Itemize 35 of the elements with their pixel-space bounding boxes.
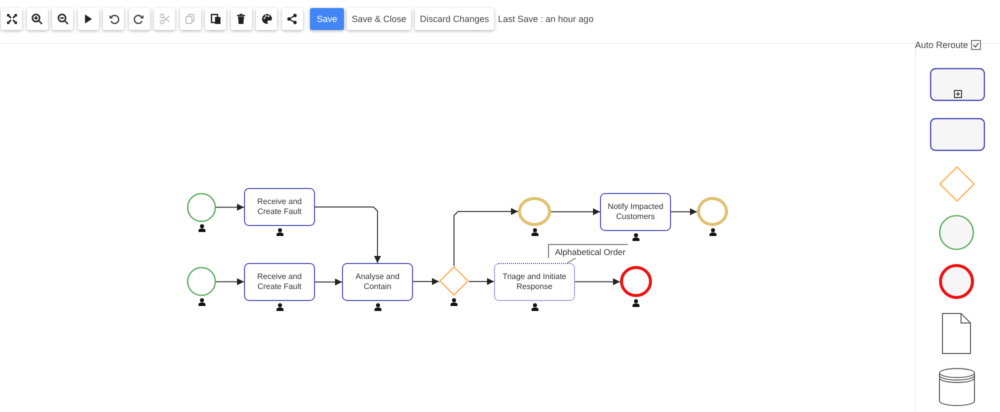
arrow: [412, 278, 440, 285]
arrow: [454, 208, 518, 266]
end-event-circle: [620, 266, 652, 297]
annotation-text: Alphabetical Order: [548, 244, 628, 258]
task-box: [930, 118, 985, 151]
start-event-circle: [939, 215, 974, 250]
task-box: Triage and Initiate Response: [494, 263, 575, 301]
end-event-circle: [939, 264, 974, 299]
save-and-close-button: Save & Close: [347, 8, 411, 30]
arrow: [550, 208, 600, 216]
task-box: Receive and Create Fault: [244, 188, 315, 226]
discard-changes-button: Discard Changes: [415, 8, 494, 30]
gateway-diamond: [439, 266, 469, 296]
data-store-cylinder: [939, 368, 975, 406]
save-button: Save: [310, 8, 344, 30]
gateway-diamond: [939, 166, 975, 202]
arrow: [314, 206, 381, 264]
document-shape: [942, 313, 971, 354]
leader-line: [566, 258, 576, 264]
arrow: [216, 204, 244, 211]
task-box: Analyse and Contain: [342, 263, 413, 301]
task-box: Receive and Create Fault: [244, 263, 315, 301]
start-event-circle: [187, 193, 216, 222]
start-event-circle: [187, 267, 216, 296]
intermediate-event-circle: [697, 197, 728, 226]
task-box: Notify Impacted Customers: [600, 193, 671, 231]
arrow: [468, 278, 494, 285]
auto-reroute-label: Auto Reroute: [915, 40, 968, 50]
arrow: [216, 278, 244, 286]
intermediate-event-circle: [518, 197, 551, 226]
last-save-status: Last Save : an hour ago: [498, 14, 594, 24]
task-box: [930, 68, 985, 101]
arrow: [574, 278, 620, 286]
arrow: [670, 208, 698, 216]
arrow: [314, 278, 342, 286]
